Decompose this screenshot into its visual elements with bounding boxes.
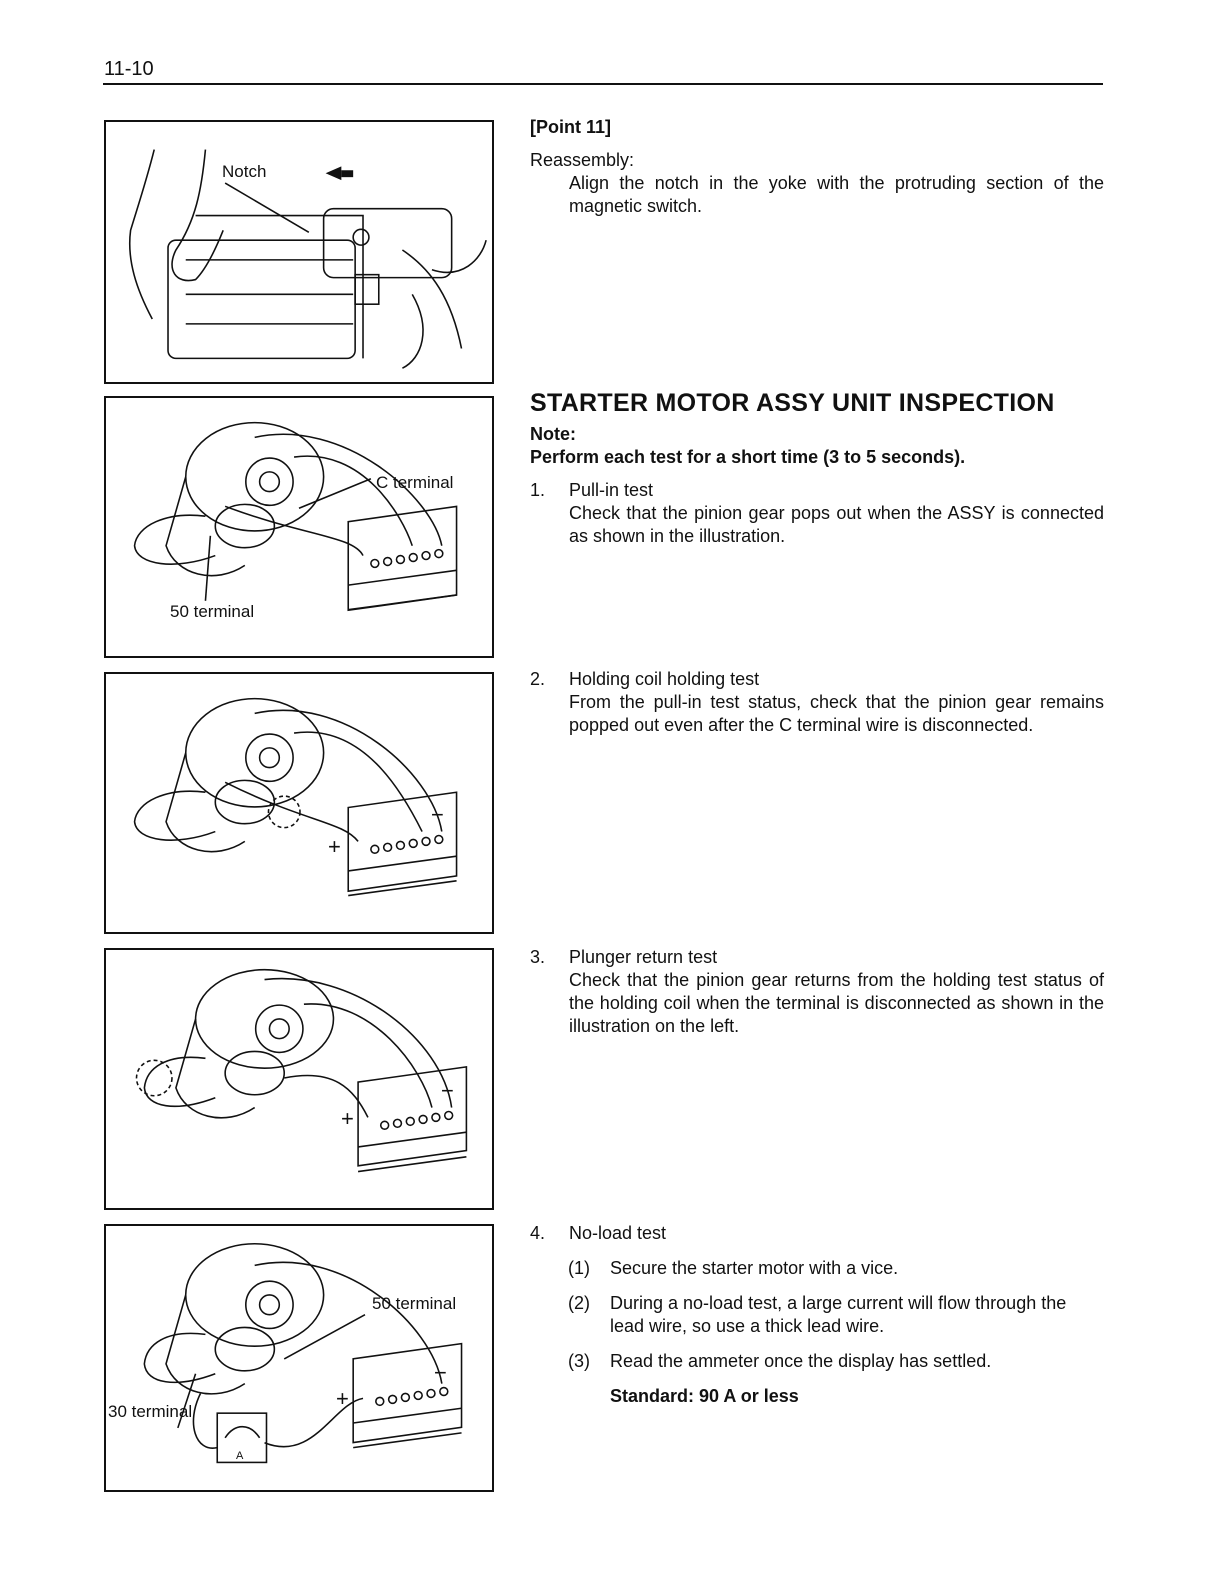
test-number: 3. <box>530 947 546 967</box>
plunger-return-illustration <box>135 968 468 1173</box>
sub-item: (2) During a no-load test, a large curre… <box>530 1292 1104 1338</box>
section-heading: STARTER MOTOR ASSY UNIT INSPECTION <box>530 389 1055 417</box>
figure-no-load-test: 50 terminal 30 terminal − + A <box>104 1224 494 1492</box>
figure-pull-in-test: C terminal 50 terminal <box>104 396 494 658</box>
point-title: [Point 11] <box>530 117 612 137</box>
figure-plunger-return-test: − + <box>104 948 494 1210</box>
no-load-illustration <box>143 1242 463 1464</box>
note-label: Note: <box>530 424 576 444</box>
minus-sign: − <box>431 802 444 827</box>
figure-holding-coil-test: − + <box>104 672 494 934</box>
sub-number: (3) <box>568 1351 590 1371</box>
test-text: Check that the pinion gear returns from … <box>569 970 1104 1036</box>
sub-item: (1) Secure the starter motor with a vice… <box>530 1257 1104 1280</box>
test-text: Check that the pinion gear pops out when… <box>569 503 1104 546</box>
test-number: 1. <box>530 480 546 500</box>
holding-coil-illustration <box>133 697 458 897</box>
plus-sign: + <box>328 834 341 859</box>
note-text: Perform each test for a short time (3 to… <box>530 447 966 467</box>
notch-illustration <box>129 149 487 369</box>
test-number: 4. <box>530 1223 546 1243</box>
notch-label: Notch <box>222 162 267 181</box>
plus-sign: + <box>336 1386 349 1411</box>
test-title: No-load test <box>569 1223 667 1243</box>
ammeter <box>216 1412 268 1464</box>
c-terminal-label: C terminal <box>376 473 454 492</box>
page-number: 11-10 <box>104 58 154 80</box>
test-title: Pull-in test <box>569 480 654 500</box>
minus-sign: − <box>434 1360 447 1385</box>
minus-sign: − <box>441 1078 454 1103</box>
test-title: Holding coil holding test <box>569 669 760 689</box>
test-text: From the pull-in test status, check that… <box>569 692 1104 735</box>
sub-item: (3) Read the ammeter once the display ha… <box>530 1350 1104 1373</box>
test-item: 2. Holding coil holding test From the pu… <box>530 668 1104 737</box>
ammeter-letter: A <box>236 1450 244 1462</box>
50-terminal-label: 50 terminal <box>372 1294 457 1313</box>
test-item: 3. Plunger return test Check that the pi… <box>530 946 1104 1038</box>
reassembly-label: Reassembly: <box>530 150 635 170</box>
sub-number: (1) <box>568 1258 590 1278</box>
pull-in-illustration <box>133 421 458 612</box>
reassembly-text: Align the notch in the yoke with the pro… <box>569 173 1104 216</box>
sub-number: (2) <box>568 1293 590 1313</box>
sub-text: Secure the starter motor with a vice. <box>610 1258 899 1278</box>
sub-text: Read the ammeter once the display has se… <box>610 1351 992 1371</box>
50-terminal-label: 50 terminal <box>170 602 255 621</box>
point-11-section: [Point 11] Reassembly: Align the notch i… <box>530 116 1104 218</box>
30-terminal-label: 30 terminal <box>108 1402 193 1421</box>
test-title: Plunger return test <box>569 947 718 967</box>
test-item: 4. No-load test (1) Secure the starter m… <box>530 1222 1104 1408</box>
test-item: 1. Pull-in test Check that the pinion ge… <box>530 479 1104 548</box>
inspection-section: STARTER MOTOR ASSY UNIT INSPECTION Note:… <box>530 389 1104 548</box>
header-rule <box>103 83 1103 85</box>
figure-notch-alignment: Notch <box>104 120 494 384</box>
sub-text: During a no-load test, a large current w… <box>610 1293 1067 1336</box>
test-number: 2. <box>530 669 546 689</box>
standard-value: Standard: 90 A or less <box>610 1386 799 1406</box>
plus-sign: + <box>341 1106 354 1131</box>
